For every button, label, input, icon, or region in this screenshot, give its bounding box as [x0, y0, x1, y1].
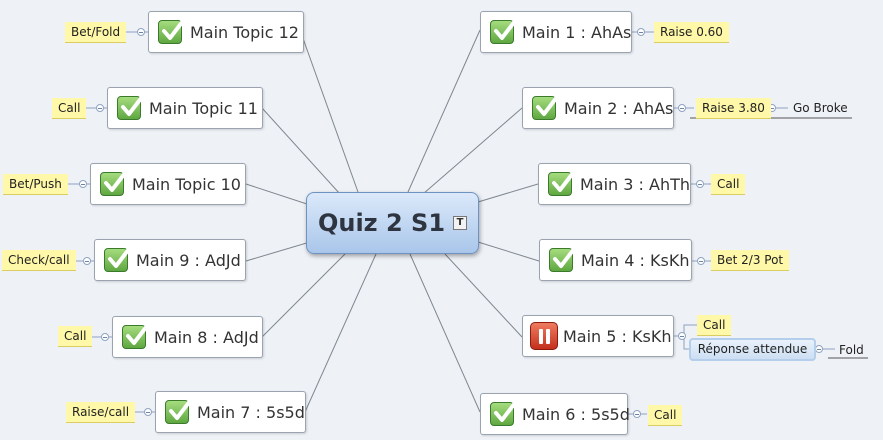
check-icon	[100, 171, 127, 196]
collapse-toggle-icon[interactable]	[697, 257, 705, 265]
check-icon	[104, 247, 131, 272]
subtopic-fold[interactable]: Fold	[839, 343, 864, 357]
check-icon	[490, 401, 517, 426]
topic-label: Main Topic 12	[190, 22, 299, 42]
check-icon	[165, 399, 192, 424]
topic-main-5[interactable]: Main 5 : KsKh	[522, 315, 674, 357]
check-icon	[549, 247, 576, 272]
subtopic-raise-call[interactable]: Raise/call	[66, 402, 136, 423]
note-icon[interactable]: T	[453, 216, 468, 230]
subtopic-go-broke[interactable]: Go Broke	[793, 101, 848, 115]
collapse-toggle-icon[interactable]	[678, 332, 686, 340]
collapse-toggle-icon[interactable]	[83, 257, 91, 265]
topic-main-7[interactable]: Main 7 : 5s5d	[155, 391, 306, 433]
subtopic-call[interactable]: Call	[711, 174, 746, 195]
topic-main-topic-11[interactable]: Main Topic 11	[107, 87, 263, 129]
central-topic-title: Quiz 2 S1	[317, 209, 446, 237]
topic-label: Main Topic 11	[149, 98, 258, 118]
subtopic-call[interactable]: Call	[648, 405, 683, 426]
subtopic-bet-push[interactable]: Bet/Push	[3, 174, 68, 195]
subtopic-raise-060[interactable]: Raise 0.60	[654, 22, 729, 43]
subtopic-call[interactable]: Call	[697, 315, 732, 336]
check-icon	[490, 19, 517, 44]
subtopic-raise-380[interactable]: Raise 3.80	[696, 98, 771, 119]
pause-icon	[530, 322, 558, 350]
topic-main-4[interactable]: Main 4 : KsKh	[539, 239, 692, 281]
collapse-toggle-icon[interactable]	[633, 410, 641, 418]
topic-main-1[interactable]: Main 1 : AhAs	[480, 11, 632, 53]
collapse-toggle-icon[interactable]	[96, 104, 104, 112]
subtopic-call[interactable]: Call	[58, 326, 93, 347]
topic-main-9[interactable]: Main 9 : AdJd	[94, 239, 246, 281]
subtopic-check-call[interactable]: Check/call	[2, 250, 76, 271]
topic-label: Main 8 : AdJd	[154, 327, 259, 347]
topic-label: Main 1 : AhAs	[522, 22, 632, 42]
check-icon	[117, 95, 144, 120]
central-topic[interactable]: Quiz 2 S1 T	[306, 192, 479, 254]
topic-label: Main 4 : KsKh	[581, 250, 690, 270]
topic-label: Main 9 : AdJd	[136, 250, 241, 270]
collapse-toggle-icon[interactable]	[637, 28, 645, 36]
topic-label: Main 6 : 5s5d	[522, 404, 630, 424]
topic-label: Main 7 : 5s5d	[197, 402, 305, 422]
collapse-toggle-icon[interactable]	[79, 180, 87, 188]
collapse-toggle-icon[interactable]	[815, 345, 823, 353]
topic-label: Main 5 : KsKh	[563, 326, 672, 346]
topic-label: Main 2 : AhAs	[564, 98, 674, 118]
check-icon	[532, 95, 559, 120]
topic-main-topic-12[interactable]: Main Topic 12	[148, 11, 304, 53]
collapse-toggle-icon[interactable]	[101, 333, 109, 341]
topic-label: Main Topic 10	[132, 174, 241, 194]
topic-label: Main 3 : AhTh	[580, 174, 691, 194]
topic-main-8[interactable]: Main 8 : AdJd	[112, 316, 263, 358]
subtopic-bet-2-3-pot[interactable]: Bet 2/3 Pot	[711, 250, 790, 271]
subtopic-call[interactable]: Call	[52, 98, 87, 119]
topic-main-6[interactable]: Main 6 : 5s5d	[480, 393, 630, 435]
collapse-toggle-icon[interactable]	[144, 408, 152, 416]
topic-main-topic-10[interactable]: Main Topic 10	[90, 163, 246, 205]
check-icon	[158, 19, 185, 44]
check-icon	[548, 171, 575, 196]
collapse-toggle-icon[interactable]	[678, 104, 686, 112]
check-icon	[122, 324, 149, 349]
topic-main-3[interactable]: Main 3 : AhTh	[538, 163, 691, 205]
subtopic-reponse-attendue[interactable]: Réponse attendue	[689, 338, 816, 361]
subtopic-bet-fold[interactable]: Bet/Fold	[65, 22, 127, 43]
collapse-toggle-icon[interactable]	[137, 28, 145, 36]
topic-main-2[interactable]: Main 2 : AhAs	[522, 87, 674, 129]
collapse-toggle-icon[interactable]	[696, 180, 704, 188]
